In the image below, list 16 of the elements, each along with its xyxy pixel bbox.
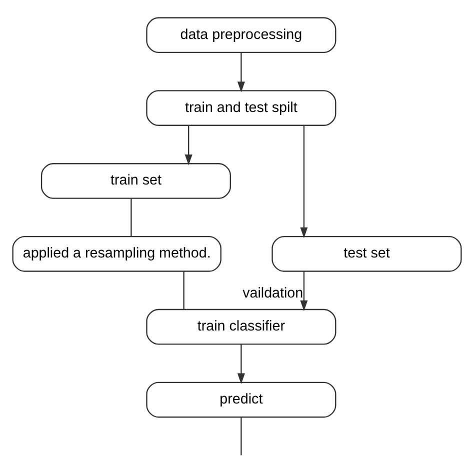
arrow xyxy=(300,272,308,312)
arrow xyxy=(237,344,245,384)
node-box: predict xyxy=(146,382,336,418)
arrow xyxy=(184,126,192,166)
node-box: train set xyxy=(40,163,232,199)
connector xyxy=(183,272,184,310)
node-box: applied a resampling method. xyxy=(12,236,222,272)
arrow xyxy=(300,126,308,238)
node-box: data preprocessing xyxy=(146,17,336,54)
arrow xyxy=(237,52,245,92)
connector xyxy=(130,198,132,236)
node-box: train and test spilt xyxy=(146,90,336,126)
node-box: test set xyxy=(272,236,462,272)
connector xyxy=(240,417,242,456)
edge-label: vaildation xyxy=(242,286,304,302)
node-box: train classifier xyxy=(146,308,336,345)
